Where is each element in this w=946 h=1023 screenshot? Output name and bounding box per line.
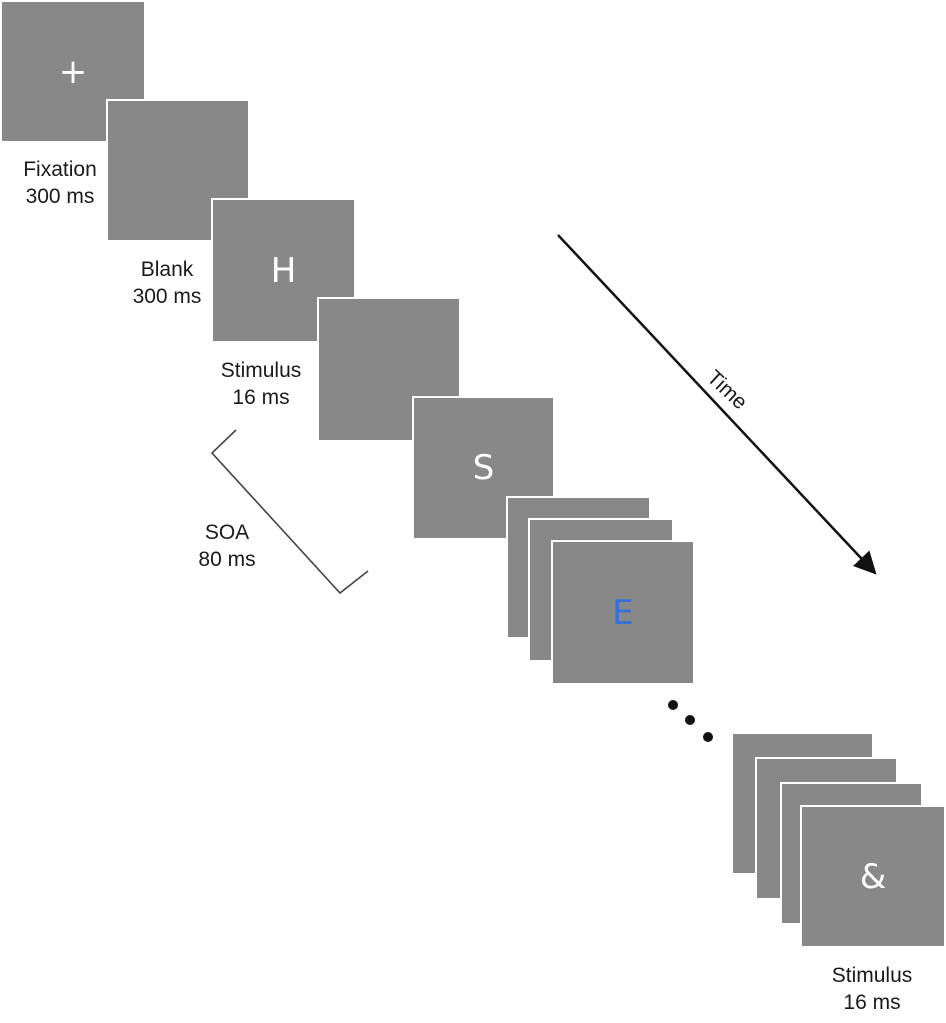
blank-label-name: Blank [140, 258, 194, 281]
stimulus-letter-s: S [472, 448, 495, 488]
fixation-label-duration: 300 ms [25, 185, 95, 208]
soa-label-duration: 80 ms [198, 548, 256, 571]
final-stimulus-label-duration: 16 ms [843, 991, 901, 1014]
fixation-label-name: Fixation [23, 158, 97, 181]
ellipsis-dot-3 [703, 732, 713, 742]
target-letter-e: E [612, 592, 634, 633]
soa-label: SOA 80 ms [162, 519, 292, 573]
final-stimulus-label: Stimulus 16 ms [807, 962, 937, 1016]
ellipsis-dot-1 [668, 700, 678, 710]
stimulus-ampersand-frame: & [800, 805, 946, 948]
fixation-frame: + [0, 0, 146, 143]
soa-bracket [210, 429, 369, 595]
blank-label: Blank 300 ms [102, 256, 232, 310]
soa-label-name: SOA [204, 521, 250, 544]
fixation-cross: + [58, 51, 88, 92]
ellipsis-dot-2 [685, 715, 695, 725]
stimulus-e-frame: E [551, 540, 695, 685]
time-arrow [557, 234, 877, 575]
stimulus-letter-h: H [270, 250, 297, 291]
final-stimulus-label-name: Stimulus [831, 964, 913, 987]
fixation-label: Fixation 300 ms [0, 156, 125, 210]
stimulus-ampersand: & [859, 856, 887, 897]
stimulus-label: Stimulus 16 ms [196, 357, 326, 411]
blank-label-duration: 300 ms [132, 285, 202, 308]
stimulus-label-name: Stimulus [220, 359, 302, 382]
stimulus-label-duration: 16 ms [232, 386, 290, 409]
